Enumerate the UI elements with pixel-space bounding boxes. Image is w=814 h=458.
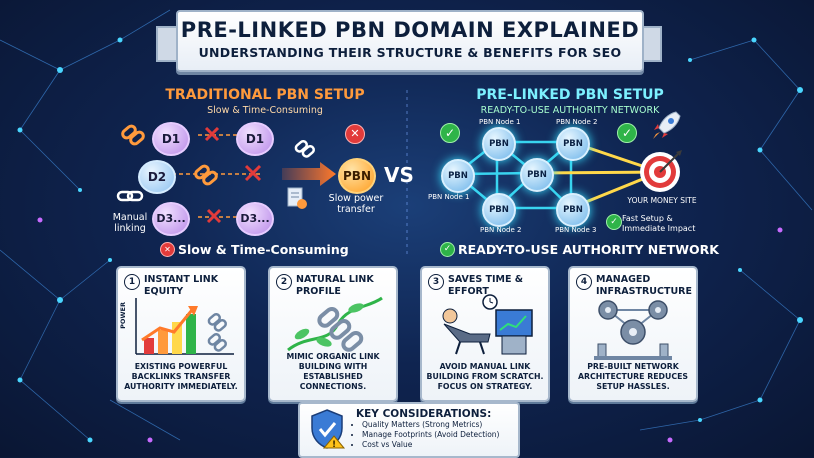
pbn-node-label: PBN Node 1 — [428, 193, 470, 201]
rocket-icon — [653, 111, 681, 139]
slow-power-transfer-label: Slow power transfer — [328, 193, 384, 215]
traditional-node-d2: D2 — [138, 160, 176, 194]
card-body: Avoid manual link building from scratch.… — [426, 362, 544, 391]
pbn-node-top-left: PBN — [482, 127, 516, 161]
traditional-caption: Slow & Time-Consuming — [178, 242, 349, 257]
list-item: Cost vs Value — [362, 440, 500, 450]
card-header: 2 NATURAL LINK PROFILE — [276, 274, 392, 298]
fast-setup-label: Fast Setup & Immediate Impact — [622, 214, 696, 233]
card-body: Existing powerful backlinks transfer aut… — [124, 362, 238, 391]
card-number: 2 — [276, 274, 292, 290]
card-number: 3 — [428, 274, 444, 290]
prelinked-heading: PRE-LINKED PBN SETUP — [476, 87, 664, 103]
growth-chart-icon — [135, 298, 234, 355]
x-mark-icon: ✕ — [345, 124, 365, 144]
check-icon: ✓ — [606, 214, 622, 230]
benefit-card-natural-link-profile: 2 NATURAL LINK PROFILE Mimic organic lin… — [268, 266, 398, 402]
pbn-node-label: PBN Node 1 — [479, 118, 521, 126]
prelinked-caption: READY-TO-USE AUTHORITY NETWORK — [458, 242, 719, 257]
pbn-node-top-right: PBN — [556, 127, 590, 161]
traditional-target-pbn: PBN — [338, 158, 376, 194]
card-title: SAVES TIME & EFFORT — [448, 274, 524, 297]
benefit-card-instant-link-equity: 1 INSTANT LINK EQUITY POWER Existing pow… — [116, 266, 246, 402]
power-axis-label: POWER — [119, 302, 127, 329]
traditional-node-d3-left: D3... — [152, 202, 190, 236]
traditional-node-d1-right: D1 — [236, 122, 274, 156]
key-considerations-title: KEY CONSIDERATIONS: — [356, 408, 492, 420]
check-circle-icon: ✓ — [440, 242, 455, 257]
pbn-node-bottom-left: PBN — [482, 193, 516, 227]
check-icon: ✓ — [440, 123, 460, 143]
page-subtitle: UNDERSTANDING THEIR STRUCTURE & BENEFITS… — [198, 45, 622, 60]
shield-check-icon: ! — [311, 409, 346, 450]
pbn-node-center: PBN — [520, 158, 554, 192]
check-icon: ✓ — [617, 123, 637, 143]
card-header: 3 SAVES TIME & EFFORT — [428, 274, 544, 298]
benefit-card-saves-time: 3 SAVES TIME & EFFORT Avoid manual link … — [420, 266, 550, 402]
pbn-node-label: PBN Node 2 — [480, 226, 522, 234]
pbn-node-left: PBN — [441, 159, 475, 193]
title-banner: PRE-LINKED PBN DOMAIN EXPLAINED UNDERSTA… — [176, 10, 644, 72]
card-title: MANAGED INFRASTRUCTURE — [596, 274, 692, 297]
traditional-heading: TRADITIONAL PBN SETUP — [165, 87, 365, 103]
traditional-node-d1-left: D1 — [152, 122, 190, 156]
card-number: 1 — [124, 274, 140, 290]
list-item: Manage Footprints (Avoid Detection) — [362, 430, 500, 440]
traditional-node-d3-right: D3... — [236, 202, 274, 236]
money-site-label: YOUR MONEY SITE — [627, 196, 697, 205]
card-title: INSTANT LINK EQUITY — [144, 274, 219, 297]
manual-linking-label: Manual linking — [112, 212, 148, 234]
x-circle-icon: ✕ — [160, 242, 175, 257]
pbn-node-label: PBN Node 3 — [555, 226, 597, 234]
list-item: Quality Matters (Strong Metrics) — [362, 420, 500, 430]
vine-chain-icon — [287, 296, 383, 352]
key-considerations-box: ! KEY CONSIDERATIONS: Quality Matters (S… — [298, 402, 520, 458]
pbn-node-bottom-right: PBN — [556, 193, 590, 227]
gears-icon — [594, 300, 672, 360]
relaxing-person-icon — [442, 294, 533, 355]
page-title: PRE-LINKED PBN DOMAIN EXPLAINED — [180, 18, 640, 42]
vs-label: VS — [384, 163, 414, 187]
key-considerations-list: Quality Matters (Strong Metrics) Manage … — [350, 420, 500, 450]
prelinked-subheading: READY-TO-USE AUTHORITY NETWORK — [480, 105, 660, 116]
card-title: NATURAL LINK PROFILE — [296, 274, 374, 297]
target-icon — [640, 150, 682, 192]
benefit-card-managed-infrastructure: 4 MANAGED INFRASTRUCTURE Pre-built netwo… — [568, 266, 698, 402]
card-header: 4 MANAGED INFRASTRUCTURE — [576, 274, 692, 298]
card-body: Mimic organic link building with establi… — [286, 352, 380, 391]
traditional-subheading: Slow & Time-Consuming — [207, 105, 323, 116]
traditional-diagram — [116, 124, 336, 224]
pbn-node-label: PBN Node 2 — [556, 118, 598, 126]
card-header: 1 INSTANT LINK EQUITY — [124, 274, 240, 298]
card-number: 4 — [576, 274, 592, 290]
card-body: Pre-built network architecture reduces s… — [577, 362, 689, 391]
svg-text:!: ! — [332, 440, 336, 450]
